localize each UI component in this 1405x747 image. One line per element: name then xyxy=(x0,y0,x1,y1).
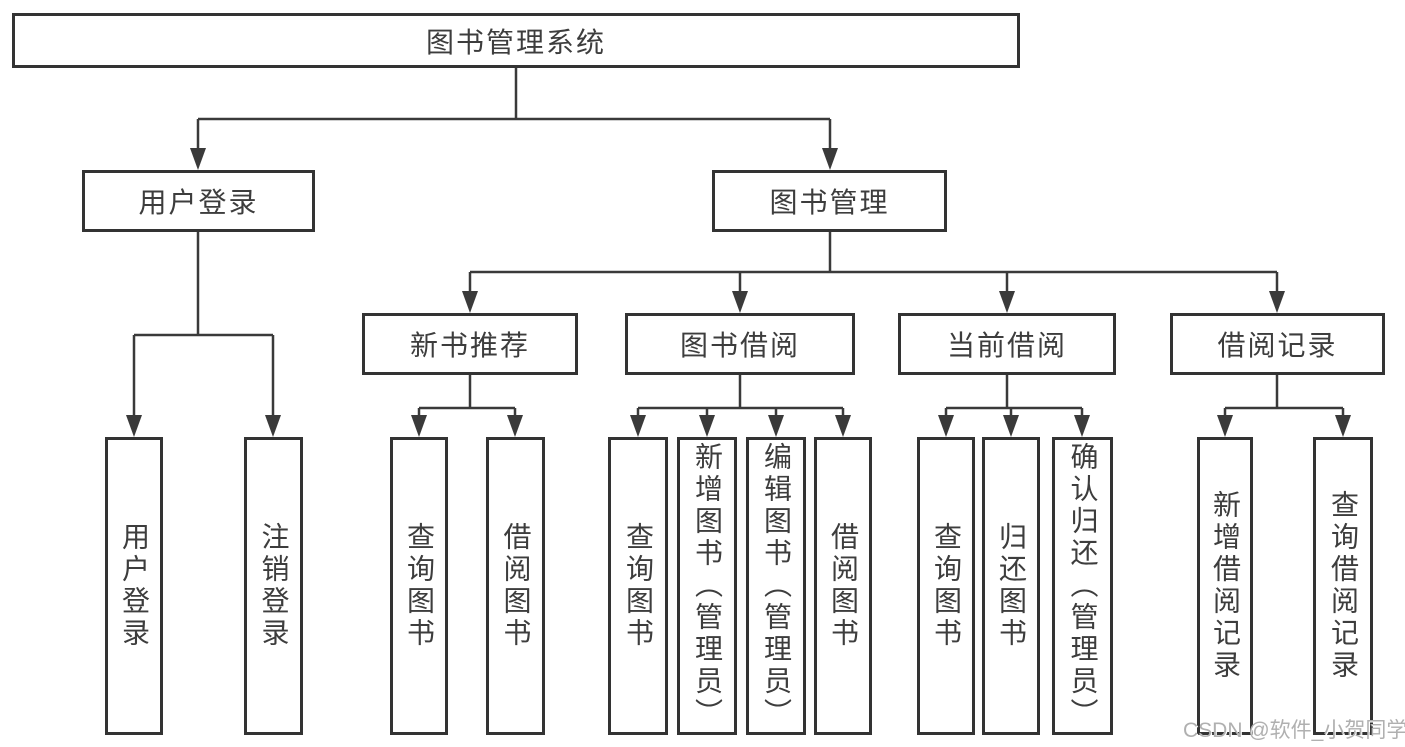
leaf-bb-edit-book: 编辑图书（管理员） xyxy=(746,437,806,735)
leaf-logout: 注销登录 xyxy=(244,437,303,735)
leaf-br-add-record: 新增借阅记录 xyxy=(1197,437,1253,735)
node-user-login-label: 用户登录 xyxy=(138,187,259,218)
leaf-bb-query-book: 查询图书 xyxy=(608,437,668,735)
leaf-rec-query-book: 查询图书 xyxy=(390,437,448,735)
node-book-mgmt: 图书管理 xyxy=(712,170,947,232)
leaf-bb-add-book: 新增图书（管理员） xyxy=(677,437,737,735)
leaf-rec-borrow-book-label: 借阅图书 xyxy=(500,522,532,650)
leaf-cb-confirm-return-label: 确认归还（管理员） xyxy=(1067,442,1099,730)
node-current-borrow: 当前借阅 xyxy=(898,313,1116,375)
node-book-mgmt-label: 图书管理 xyxy=(769,187,890,218)
connector-user-login-to-leaves xyxy=(126,232,281,437)
node-borrow-record: 借阅记录 xyxy=(1170,313,1385,375)
connector-book-borrow-to-leaves xyxy=(630,375,851,437)
node-current-borrow-label: 当前借阅 xyxy=(946,330,1067,361)
leaf-user-login-label: 用户登录 xyxy=(119,522,150,650)
leaf-bb-query-book-label: 查询图书 xyxy=(623,522,654,650)
connector-root-to-level2 xyxy=(190,68,838,170)
node-root: 图书管理系统 xyxy=(12,13,1020,68)
leaf-bb-borrow-book-label: 借阅图书 xyxy=(828,522,859,650)
connector-new-book-rec-to-leaves xyxy=(411,375,523,437)
leaf-cb-confirm-return: 确认归还（管理员） xyxy=(1052,437,1113,735)
node-root-label: 图书管理系统 xyxy=(425,26,606,58)
leaf-bb-add-book-label: 新增图书（管理员） xyxy=(692,442,723,730)
node-borrow-record-label: 借阅记录 xyxy=(1217,330,1338,361)
csdn-watermark: CSDN @软件_小贺同学 xyxy=(1183,719,1405,742)
connector-current-borrow-to-leaves xyxy=(938,375,1090,437)
leaf-rec-borrow-book: 借阅图书 xyxy=(486,437,545,735)
leaf-rec-query-book-label: 查询图书 xyxy=(404,522,435,650)
connector-borrow-record-to-leaves xyxy=(1217,375,1351,437)
leaf-cb-return-book-label: 归还图书 xyxy=(996,522,1027,650)
leaf-br-query-record: 查询借阅记录 xyxy=(1313,437,1373,735)
leaf-cb-query-book-label: 查询图书 xyxy=(931,522,962,650)
leaf-bb-borrow-book: 借阅图书 xyxy=(814,437,872,735)
node-book-borrow: 图书借阅 xyxy=(625,313,855,375)
node-user-login: 用户登录 xyxy=(82,170,315,232)
leaf-bb-edit-book-label: 编辑图书（管理员） xyxy=(761,442,792,730)
leaf-cb-query-book: 查询图书 xyxy=(917,437,975,735)
leaf-br-query-record-label: 查询借阅记录 xyxy=(1328,490,1359,682)
leaf-user-login: 用户登录 xyxy=(105,437,163,735)
node-new-book-rec: 新书推荐 xyxy=(362,313,578,375)
node-book-borrow-label: 图书借阅 xyxy=(679,330,800,361)
connector-book-mgmt-to-level3 xyxy=(462,232,1285,313)
leaf-br-add-record-label: 新增借阅记录 xyxy=(1210,490,1241,682)
node-new-book-rec-label: 新书推荐 xyxy=(409,330,530,361)
leaf-logout-label: 注销登录 xyxy=(258,522,290,650)
leaf-cb-return-book: 归还图书 xyxy=(982,437,1040,735)
